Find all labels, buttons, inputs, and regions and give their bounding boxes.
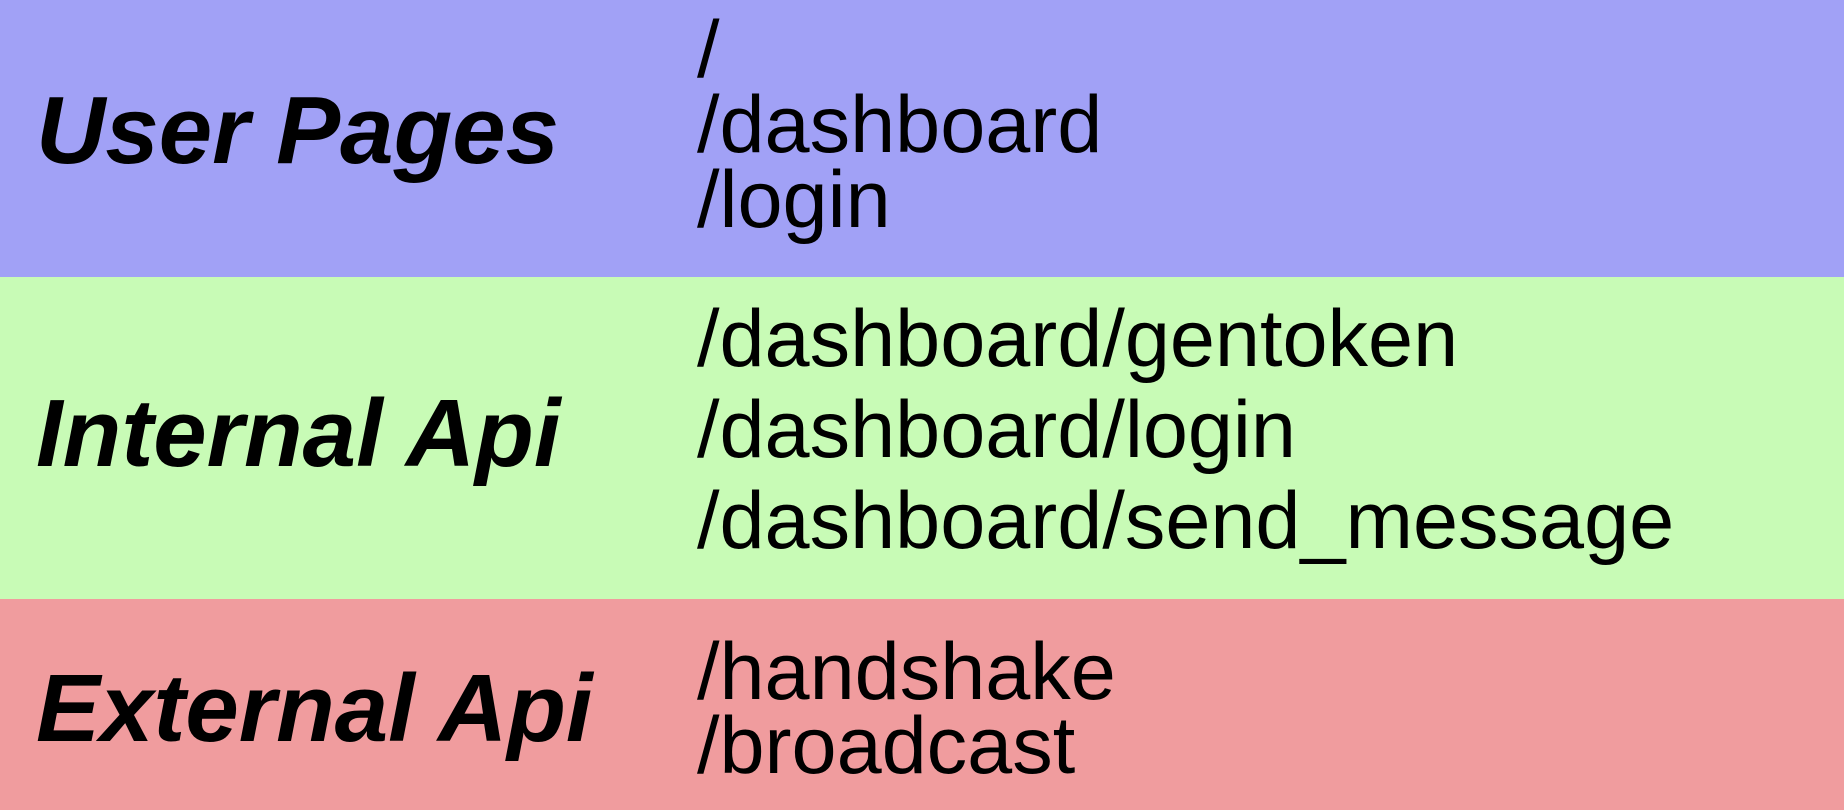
route-dashboard: /dashboard <box>697 80 1103 170</box>
route-dashboard-login: /dashboard/login <box>697 385 1296 475</box>
route-handshake: /handshake <box>697 627 1116 717</box>
internal-api-title: Internal Api <box>36 380 561 487</box>
route-dashboard-send-message: /dashboard/send_message <box>697 476 1675 566</box>
external-api-band: External Api /handshake /broadcast <box>0 599 1844 810</box>
external-api-route-list: /handshake /broadcast <box>697 627 1116 791</box>
user-pages-title: User Pages <box>36 77 559 184</box>
route-root: / <box>697 5 720 95</box>
route-dashboard-gentoken: /dashboard/gentoken <box>697 294 1459 384</box>
internal-api-band: Internal Api /dashboard/gentoken /dashbo… <box>0 277 1844 599</box>
user-pages-route-list: / /dashboard /login <box>697 5 1103 245</box>
external-api-title: External Api <box>36 655 593 762</box>
internal-api-route-list: /dashboard/gentoken /dashboard/login /da… <box>697 294 1674 567</box>
route-login: /login <box>697 155 891 245</box>
route-broadcast: /broadcast <box>697 701 1076 791</box>
user-pages-band: User Pages / /dashboard /login <box>0 0 1844 277</box>
